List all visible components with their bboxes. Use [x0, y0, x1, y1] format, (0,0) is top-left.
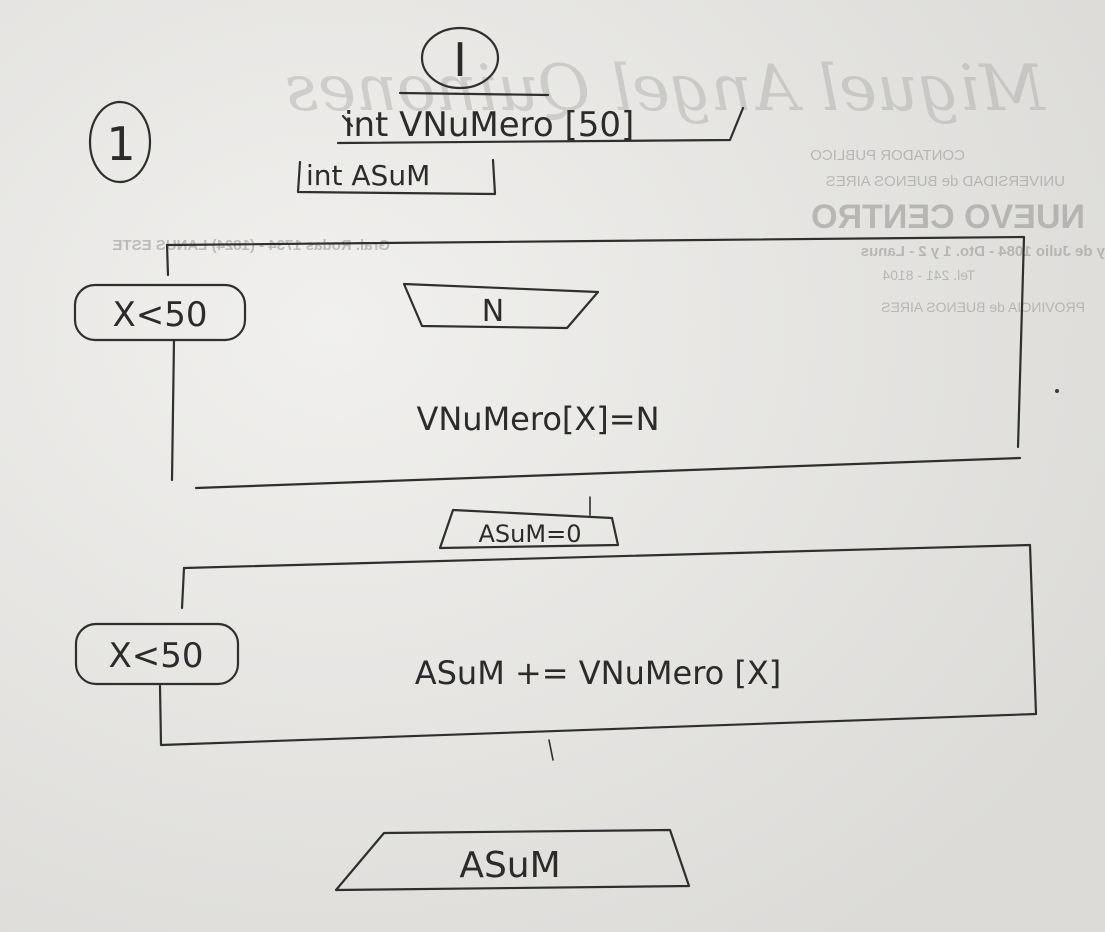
bleed-line-4: y de Julio 1084 - Dto. 1 y 2 - Lanus: [861, 243, 1105, 260]
loop-1: X<50 N VNuMero[X]=N: [73, 235, 1026, 490]
loop-2: X<50 ASuM += VNuMero [X]: [74, 543, 1038, 761]
section-marker: I: [398, 26, 550, 97]
step-marker: 1: [88, 100, 152, 184]
output-step: ASuM: [334, 828, 691, 892]
bleed-line-1: CONTADOR PUBLICO: [810, 147, 965, 164]
loop-1-condition: X<50: [112, 295, 207, 335]
output-text: ASuM: [459, 845, 560, 886]
loop-1-input-shape: [402, 282, 600, 330]
bleed-line-3: NUEVO CENTRO: [811, 198, 1085, 236]
bleed-through-print: Miguel Angel Quinones CONTADOR PUBLICO U…: [112, 52, 1105, 315]
loop-1-condition-box: [73, 283, 247, 342]
sum-declaration: int ASuM: [306, 159, 430, 192]
ink-dot: [1055, 389, 1059, 393]
loop-2-condition: X<50: [108, 636, 203, 676]
output-shape: [334, 828, 691, 892]
bleed-line-2: UNIVERSIDAD de BUENOS AIRES: [826, 173, 1065, 190]
bleed-line-7: PROVINCIA de BUENOS AIRES: [881, 299, 1085, 315]
loop-2-condition-box: [74, 622, 240, 686]
loop-1-input: N: [482, 294, 504, 329]
init-step-text: ASuM=0: [479, 520, 582, 548]
section-label: I: [453, 33, 467, 87]
init-step-shape: [438, 508, 620, 550]
array-declaration: int VNuMero [50]: [344, 105, 634, 145]
loop-2-body: ASuM += VNuMero [X]: [415, 654, 782, 692]
bleed-signature: Miguel Angel Quinones: [285, 52, 1046, 126]
loop-1-assignment: VNuMero[X]=N: [416, 400, 659, 438]
declarations: int VNuMero [50] int ASuM: [296, 105, 745, 196]
bleed-line-5: Gral. Rodas 1734 - (1824) LANUS ESTE: [112, 237, 390, 254]
init-step: ASuM=0: [438, 496, 620, 550]
step-number: 1: [106, 117, 135, 171]
bleed-line-6: Tel. 241 - 8104: [882, 267, 975, 283]
